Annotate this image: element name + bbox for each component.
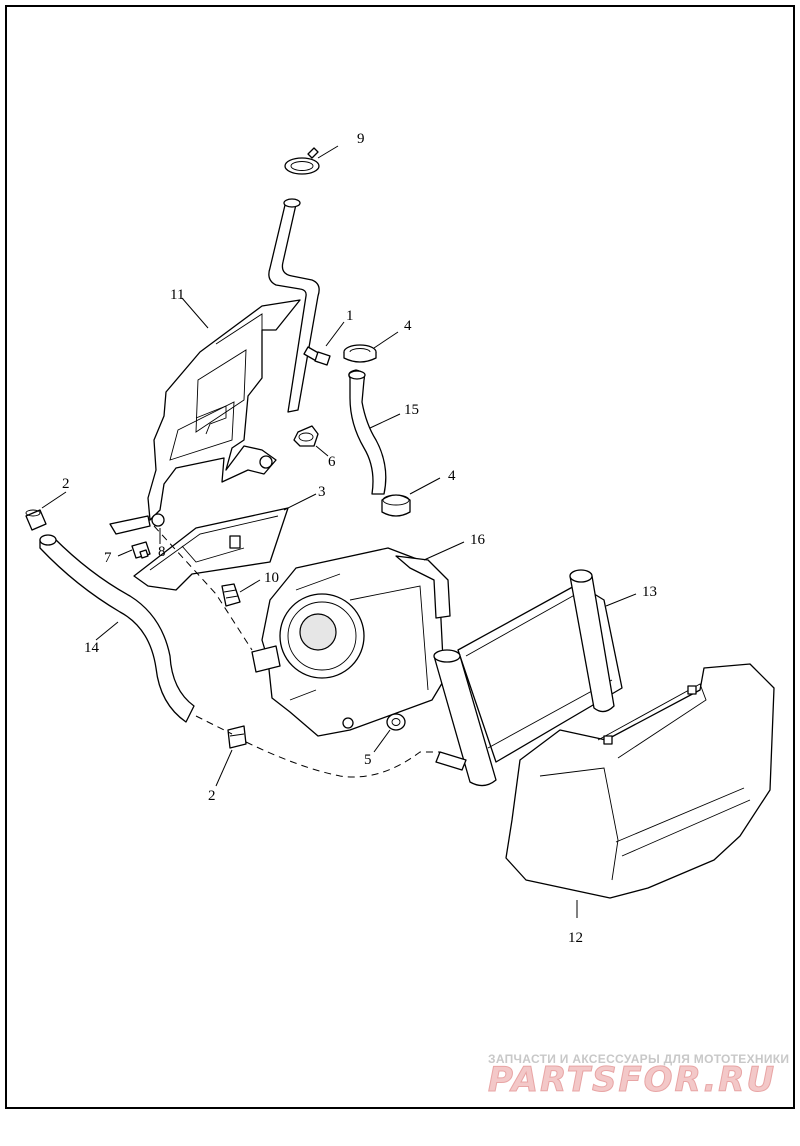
callout-11: 11	[170, 287, 184, 303]
callout-2-lower: 2	[208, 788, 216, 804]
callout-5: 5	[364, 752, 372, 768]
part-3-shroud-plate	[133, 507, 289, 591]
callout-15: 15	[404, 402, 419, 418]
part-2-clamp-left	[25, 509, 47, 531]
watermark-logo: PARTSFOR.RU	[487, 1060, 777, 1101]
watermark-tagline: ЗАПЧАСТИ И АКСЕССУАРЫ ДЛЯ МОТОТЕХНИКИ	[488, 1052, 790, 1066]
part-1-bolt	[303, 346, 331, 366]
callout-9: 9	[357, 131, 365, 147]
callout-7: 7	[104, 550, 112, 566]
part-8-bolt	[109, 513, 165, 535]
part-6-fastener	[293, 425, 319, 447]
part-4-clamp-lower	[381, 494, 411, 517]
part-2-clamp-lower	[227, 725, 247, 749]
leader-lines	[41, 145, 637, 918]
part-4-clamp-upper	[343, 344, 377, 363]
callout-3: 3	[318, 484, 326, 500]
callout-6: 6	[328, 454, 336, 470]
callout-12: 12	[568, 930, 583, 946]
part-13-radiator	[433, 569, 623, 787]
part-14-hose	[39, 534, 195, 723]
callout-1: 1	[346, 308, 354, 324]
callout-8: 8	[158, 544, 166, 560]
callout-4-lower: 4	[448, 468, 456, 484]
callout-4-upper: 4	[404, 318, 412, 334]
part-12-radiator-cover	[505, 663, 775, 899]
callout-13: 13	[642, 584, 657, 600]
part-15-hose	[348, 369, 387, 495]
callout-10: 10	[264, 570, 279, 586]
assembly-dashed-lines	[153, 525, 440, 778]
callout-labels: 9 11 1 4 15 6 4 3 2 7 8 10 16 13 14 2 5 …	[62, 131, 657, 946]
part-5-grommet	[386, 713, 406, 731]
part-16-fan-shroud	[251, 547, 451, 737]
callout-16: 16	[470, 532, 486, 548]
callout-14: 14	[84, 640, 100, 656]
part-9-hose-clamp	[284, 147, 320, 175]
callout-2-upper: 2	[62, 476, 70, 492]
part-11-bracket-and-pipe	[147, 198, 320, 521]
part-7-bolt	[131, 541, 151, 559]
part-10-bolt	[221, 583, 241, 607]
